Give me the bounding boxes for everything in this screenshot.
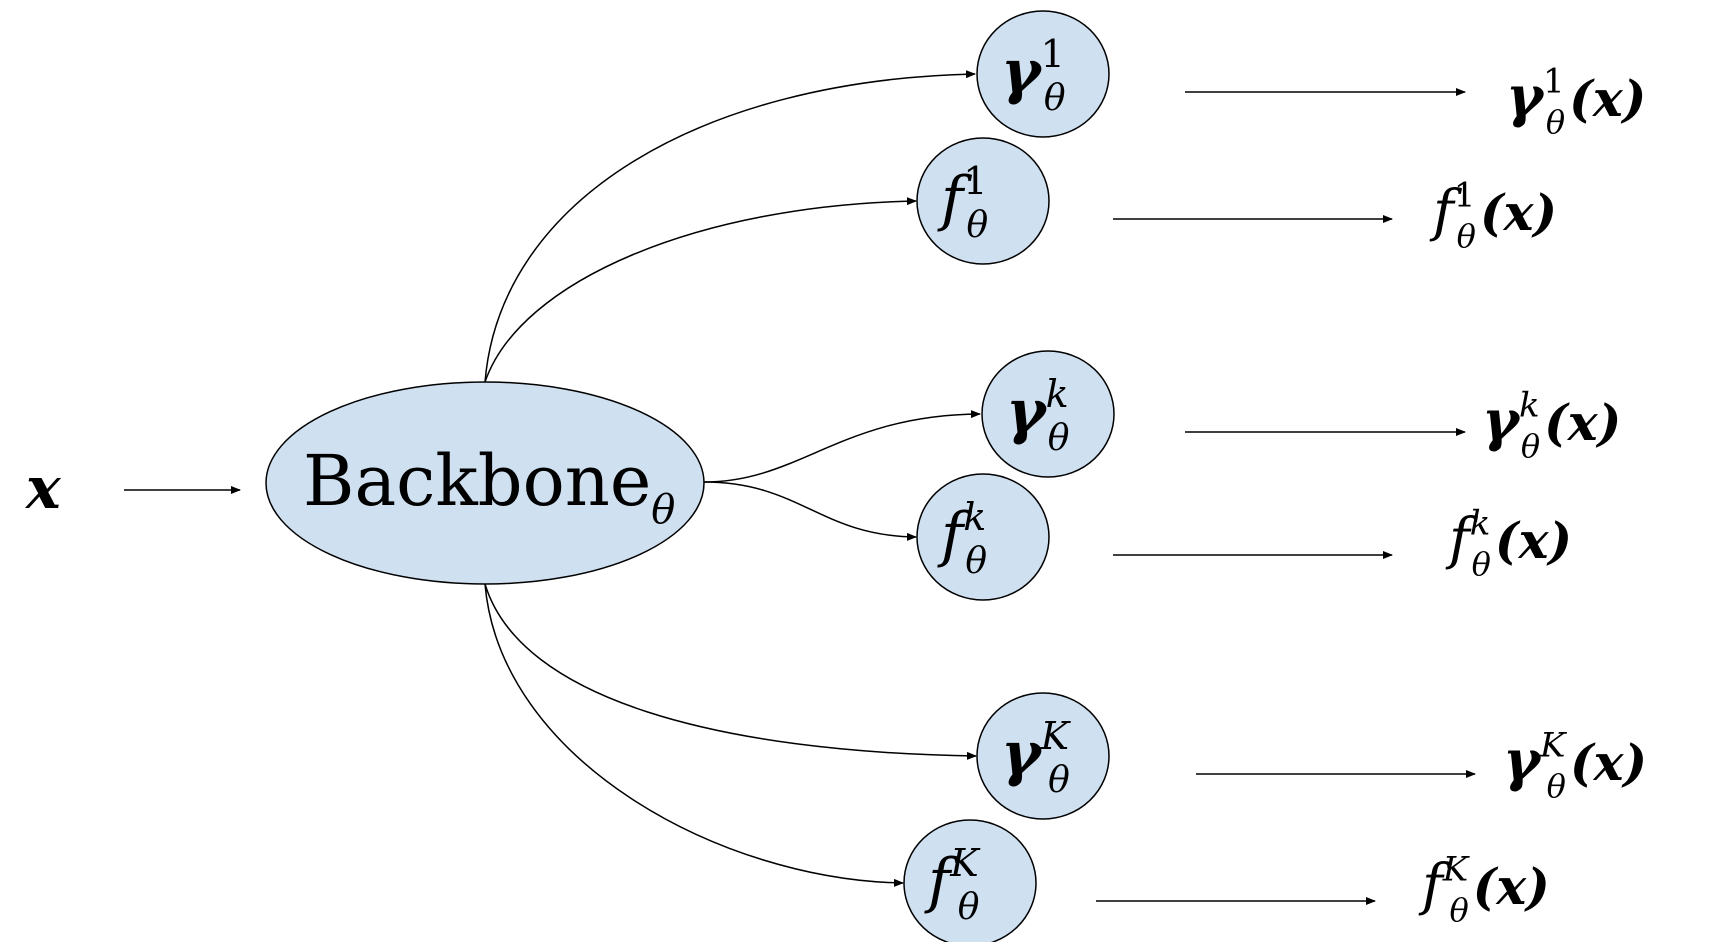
head-label-f-1-subscript: θ: [967, 205, 989, 246]
head-circle-f-K: [903, 819, 1037, 942]
head-circle-gamma-K: [976, 692, 1110, 820]
head-label-gamma-1-symbol: γ: [1001, 37, 1043, 107]
output-label-f-1-superscript: 1: [1454, 175, 1476, 215]
output-label-f-K-subscript: θ: [1449, 891, 1468, 929]
edge-backbone-gamma-K: [484, 583, 977, 760]
output-paren-f-K: (x): [1473, 857, 1550, 916]
edge-backbone-f-K: [484, 583, 904, 887]
output-paren-gamma-k: (x): [1544, 393, 1621, 452]
head-label-f-K-superscript: K: [949, 841, 981, 885]
head-label-f-K-subscript: θ: [958, 887, 980, 928]
output-label-gamma-K-subscript: θ: [1547, 767, 1566, 805]
edge-backbone-gamma-1: [484, 70, 976, 383]
output-label-gamma-1-symbol: γ: [1506, 64, 1546, 130]
output-label-f-k-subscript: θ: [1472, 545, 1491, 583]
output-paren-gamma-1: (x): [1569, 69, 1646, 128]
output-label-f-1-subscript: θ: [1457, 217, 1476, 255]
output-label-gamma-K-superscript: K: [1539, 725, 1568, 765]
head-circle-f-k: [916, 473, 1050, 601]
head-label-gamma-k-symbol: γ: [1006, 377, 1048, 447]
output-label-gamma-k-subscript: θ: [1521, 427, 1540, 465]
head-label-gamma-1-subscript: θ: [1044, 78, 1066, 119]
output-label-gamma-K-symbol: γ: [1503, 728, 1543, 794]
head-circle-gamma-1: [976, 10, 1110, 138]
output-label-gamma-k-superscript: k: [1519, 385, 1540, 425]
head-label-gamma-1-superscript: 1: [1041, 32, 1065, 76]
head-label-f-k-superscript: k: [963, 495, 986, 539]
head-circle-f-1: [916, 137, 1050, 265]
output-label-gamma-1-subscript: θ: [1546, 103, 1565, 141]
edge-backbone-gamma-k: [703, 410, 981, 483]
edge-backbone-f-k: [703, 481, 917, 541]
output-paren-gamma-K: (x): [1570, 733, 1647, 792]
head-label-gamma-k-superscript: k: [1046, 372, 1069, 416]
head-label-gamma-K-superscript: K: [1040, 714, 1072, 758]
head-label-gamma-K-subscript: θ: [1048, 760, 1070, 801]
head-label-gamma-K-symbol: γ: [1001, 719, 1043, 789]
backbone-node: [265, 381, 705, 585]
backbone-label: Backboneθ: [303, 440, 675, 533]
head-label-f-1-superscript: 1: [963, 159, 987, 203]
input-label: x: [24, 454, 62, 522]
output-label-gamma-k-symbol: γ: [1482, 388, 1522, 454]
head-label-gamma-k-subscript: θ: [1048, 418, 1070, 459]
edge-backbone-f-1: [484, 197, 917, 383]
output-paren-f-k: (x): [1495, 511, 1572, 570]
output-paren-f-1: (x): [1480, 183, 1557, 242]
head-circle-gamma-k: [981, 350, 1115, 478]
output-label-f-K-superscript: K: [1442, 849, 1471, 889]
output-label-f-k-superscript: k: [1470, 503, 1491, 543]
head-label-f-k-subscript: θ: [965, 541, 987, 582]
output-label-gamma-1-superscript: 1: [1543, 61, 1565, 101]
